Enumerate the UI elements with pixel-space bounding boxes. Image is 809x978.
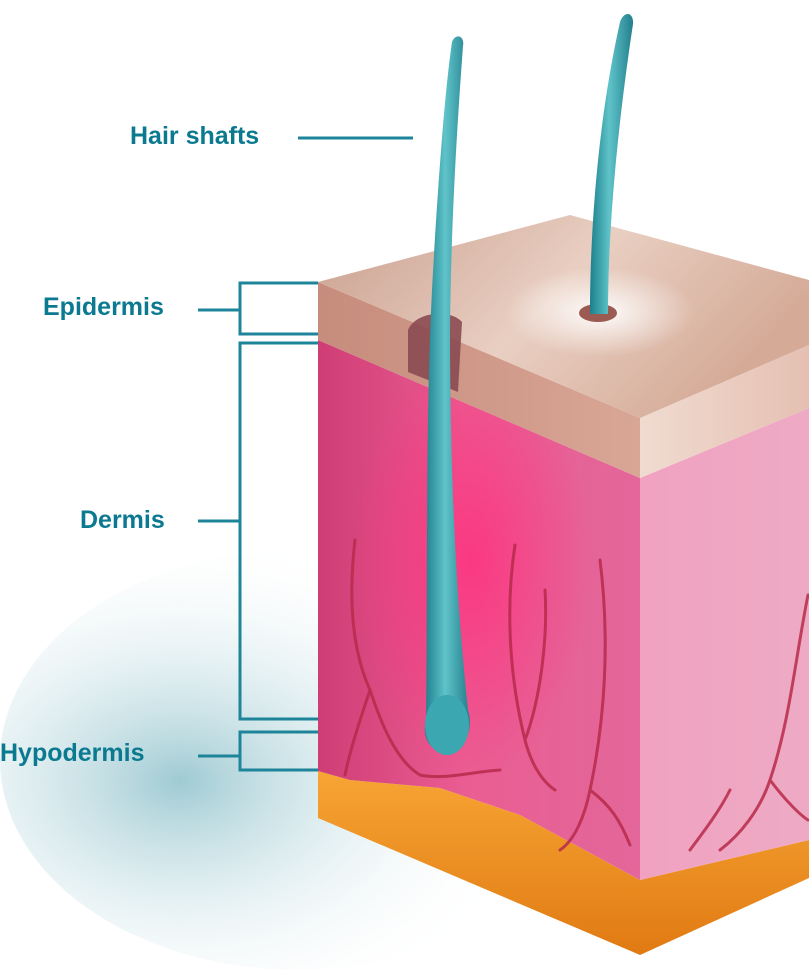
dermis-right-face — [640, 408, 809, 880]
label-dermis: Dermis — [80, 505, 165, 535]
label-hypodermis: Hypodermis — [0, 738, 144, 768]
label-epidermis: Epidermis — [43, 292, 164, 322]
label-hair-shafts: Hair shafts — [130, 121, 259, 151]
hair-bulb — [425, 695, 469, 755]
